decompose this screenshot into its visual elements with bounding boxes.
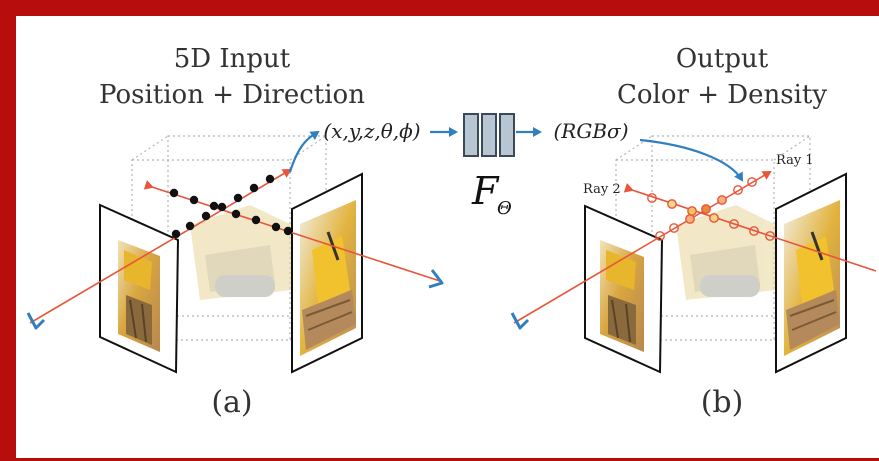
left-ray-2: [143, 180, 441, 282]
right-title-line2: Color + Density: [617, 80, 827, 110]
network-function-label: F: [471, 169, 500, 213]
left-caption: (a): [211, 385, 252, 420]
left-scene-object: [190, 205, 292, 300]
network-output-label: (RGBσ): [554, 119, 629, 143]
network-icon: [463, 113, 515, 157]
right-image-plane-left: [584, 204, 664, 374]
right-title-line1: Output: [676, 44, 769, 74]
right-image-plane-right: [775, 172, 847, 374]
left-title-line1: 5D Input: [174, 44, 291, 74]
right-camera-icon: [510, 312, 530, 330]
right-image-plane-a: [291, 172, 363, 374]
right-scene: Ray 1 Ray 2: [510, 135, 877, 374]
right-caption: (b): [701, 385, 744, 420]
network-function-subscript: Θ: [497, 198, 512, 219]
right-ray-1: [513, 170, 772, 324]
left-camera-icon-b: [428, 269, 444, 289]
left-image-plane: [99, 203, 180, 374]
ray1-label: Ray 1: [776, 153, 814, 168]
output-to-scene-arrow: [639, 138, 744, 182]
left-title-line2: Position + Direction: [99, 80, 365, 110]
ray2-label: Ray 2: [583, 182, 621, 197]
input-to-network-arrow: [288, 130, 320, 173]
right-sample-points: [647, 177, 775, 241]
left-scene: [26, 135, 444, 374]
left-camera-icon-a: [26, 312, 46, 330]
left-sample-points: [169, 174, 293, 239]
network-input-label: (x,y,z,θ,ϕ): [323, 119, 420, 143]
left-ray-1: [29, 168, 292, 324]
